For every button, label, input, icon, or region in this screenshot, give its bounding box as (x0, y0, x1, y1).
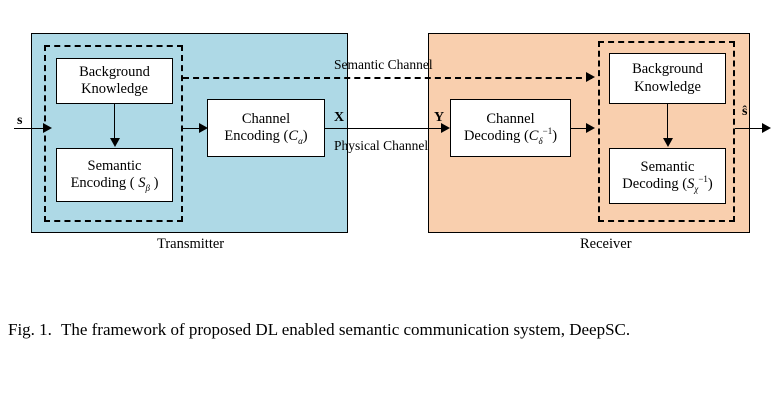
rx-cd-symbol: C (528, 128, 539, 144)
connector-receiver-to-output (735, 128, 767, 129)
arrowhead-channel-decoding-to-rx-group (586, 123, 595, 133)
tx-ce-suffix: ) (302, 128, 308, 144)
rx-sd-prefix: Decoding ( (622, 176, 688, 192)
rx-sd-subscript: χ (694, 183, 699, 194)
signal-label-x: X (334, 110, 345, 125)
arrowhead-rx-bk-to-semantic-decoding (663, 138, 673, 147)
arrowhead-tx-group-to-channel-encoding (199, 123, 208, 133)
connector-tx-bk-to-semantic-encoding (114, 104, 115, 138)
connector-rx-bk-to-semantic-decoding (667, 104, 668, 138)
connector-physical-channel (325, 128, 445, 129)
rx-bk-line1: Background (632, 61, 703, 78)
connector-tx-group-to-channel-encoding (183, 128, 201, 129)
receiver-caption: Receiver (580, 236, 632, 252)
connector-semantic-channel (183, 77, 592, 79)
transmitter-caption: Transmitter (157, 236, 225, 252)
tx-ce-line1: Channel (241, 110, 291, 127)
arrowhead-input-to-transmitter (43, 123, 52, 133)
tx-ce-prefix: Encoding ( (224, 128, 289, 144)
block-receiver-background-knowledge: Background Knowledge (609, 53, 726, 104)
tx-se-subscript: β (145, 182, 150, 193)
rx-cd-suffix: ) (552, 128, 558, 144)
arrowhead-tx-bk-to-semantic-encoding (110, 138, 120, 147)
rx-cd-line1: Channel (486, 110, 535, 127)
figure-caption-text: The framework of proposed DL enabled sem… (60, 320, 631, 339)
block-transmitter-semantic-encoding: Semantic Encoding ( Sβ ) (56, 148, 173, 202)
rx-sd-symbol: S (687, 176, 695, 192)
arrowhead-receiver-to-output (762, 123, 771, 133)
tx-ce-line2: Encoding (Cα) (224, 128, 308, 146)
tx-se-suffix: ) (149, 175, 159, 191)
connector-input-to-transmitter (14, 128, 44, 129)
rx-sd-suffix: ) (707, 176, 713, 192)
tx-se-line2: Encoding ( Sβ ) (70, 175, 159, 193)
connector-channel-decoding-to-rx-group (571, 128, 591, 129)
tx-se-line1: Semantic (87, 157, 142, 174)
rx-cd-superscript: −1 (542, 126, 553, 137)
receiver-semantic-group-box (598, 41, 735, 222)
tx-bk-line2: Knowledge (81, 81, 148, 97)
rx-cd-prefix: Decoding ( (463, 128, 529, 144)
block-transmitter-background-knowledge: Background Knowledge (56, 58, 173, 104)
rx-sd-line1: Semantic (640, 158, 695, 175)
block-receiver-semantic-decoding: Semantic Decoding (Sχ−1) (609, 148, 726, 204)
arrowhead-semantic-channel (586, 72, 595, 82)
signal-label-y: Y (434, 110, 445, 125)
figure-number: Fig. 1. (8, 320, 52, 339)
rx-bk-line2: Knowledge (634, 78, 701, 95)
signal-label-input-s: s (17, 113, 23, 128)
block-transmitter-channel-encoding: Channel Encoding (Cα) (207, 99, 325, 157)
semantic-channel-label: Semantic Channel (334, 57, 433, 72)
tx-ce-subscript: α (298, 135, 303, 146)
tx-ce-symbol: C (288, 128, 299, 144)
tx-se-symbol: S (138, 175, 146, 191)
rx-sd-superscript: −1 (698, 174, 708, 185)
transmitter-semantic-group-box (44, 45, 183, 222)
figure-caption: Fig. 1. The framework of proposed DL enab… (8, 318, 773, 342)
block-receiver-channel-decoding: Channel Decoding (Cδ−1) (450, 99, 571, 157)
rx-sd-line2: Decoding (Sχ−1) (622, 174, 713, 194)
arrowhead-physical-channel (441, 123, 450, 133)
tx-bk-line1: Background (79, 63, 150, 80)
tx-se-prefix: Encoding ( (70, 175, 139, 191)
rx-cd-subscript: δ (538, 135, 543, 146)
signal-label-output-s-hat: ŝ (742, 104, 748, 119)
rx-cd-line2: Decoding (Cδ−1) (463, 126, 558, 146)
physical-channel-label: Physical Channel (334, 138, 429, 153)
